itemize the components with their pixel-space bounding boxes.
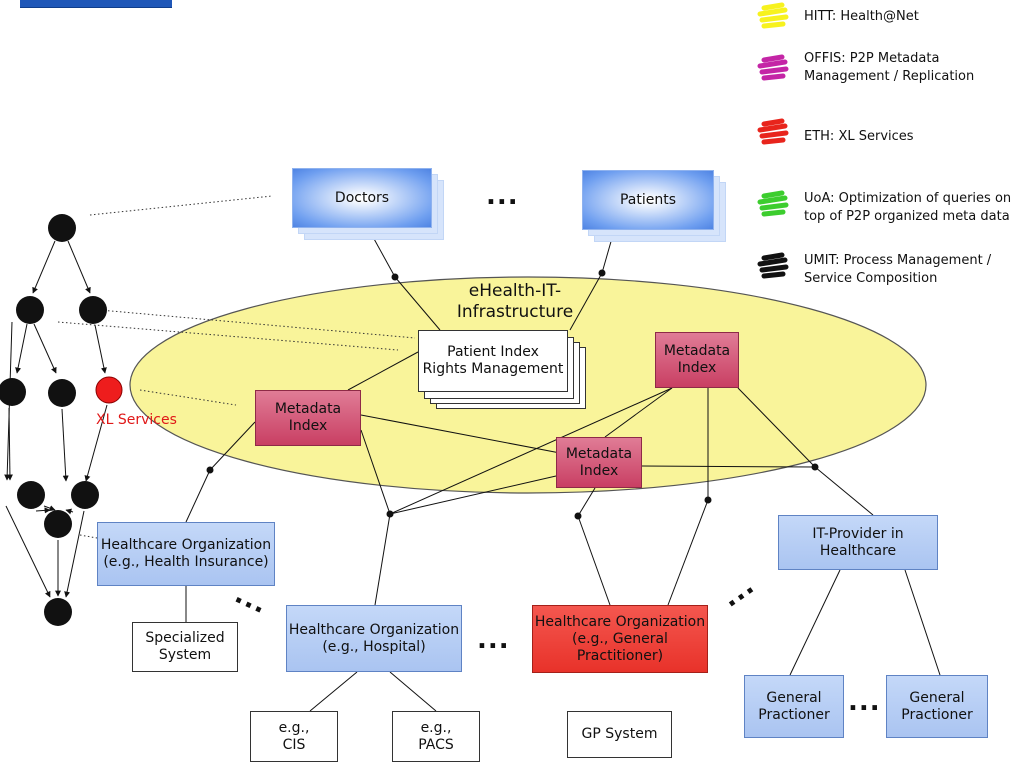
magenta-scribble-icon [757, 54, 789, 81]
legend-umit: UMIT: Process Management / Service Compo… [804, 253, 992, 286]
legend-offis: OFFIS: P2P Metadata Management / Replica… [804, 51, 975, 84]
process-node [44, 598, 72, 626]
org-general-practitioner: Healthcare Organization (e.g., General P… [532, 605, 708, 673]
connector-lines [185, 236, 941, 712]
black-scribble-icon [757, 252, 789, 279]
doctors-role: Doctors [292, 168, 432, 228]
process-node [48, 379, 76, 407]
metadata-index-top-right: Metadata Index [655, 332, 739, 388]
metadata-index-left: Metadata Index [255, 390, 361, 446]
specialized-system: Specialized System [132, 622, 238, 672]
legend-hitt: HITT: Health@Net [804, 9, 919, 24]
dotted-leader-lines [57, 195, 416, 539]
process-node [71, 481, 99, 509]
system-cis: e.g., CIS [250, 711, 338, 762]
org-hospital: Healthcare Organization (e.g., Hospital) [286, 605, 462, 672]
legend-icons [757, 2, 789, 279]
system-pacs: e.g., PACS [392, 711, 480, 762]
process-node [48, 214, 76, 242]
xl-services-node [95, 376, 123, 404]
patient-index-rights-management: Patient Index Rights Management [418, 330, 568, 392]
legend-uoa: UoA: Optimization of queries on top of P… [804, 191, 1012, 224]
legend-eth: ETH: XL Services [804, 129, 914, 144]
org-ellipsis-right: ... [716, 570, 761, 614]
process-graph [0, 214, 123, 626]
junction-dots [206, 269, 819, 520]
general-practioner-2: General Practioner [886, 675, 988, 738]
xl-services-label: XL Services [96, 412, 177, 428]
yellow-scribble-icon [757, 2, 789, 29]
process-node [79, 296, 107, 324]
practioner-ellipsis: ... [848, 687, 881, 717]
general-practioner-1: General Practioner [744, 675, 844, 738]
process-node [44, 510, 72, 538]
org-ellipsis-middle: ... [477, 625, 510, 655]
org-health-insurance: Healthcare Organization (e.g., Health In… [97, 522, 275, 586]
org-ellipsis-left: ... [230, 579, 273, 621]
top-tab-bar [20, 0, 172, 8]
roles-ellipsis: ... [486, 181, 519, 211]
infrastructure-title: eHealth-IT- Infrastructure [456, 281, 574, 322]
process-node [16, 296, 44, 324]
process-node [17, 481, 45, 509]
patients-role: Patients [582, 170, 714, 230]
process-nodes [0, 214, 107, 626]
gp-system: GP System [567, 711, 672, 758]
green-scribble-icon [757, 190, 789, 217]
red-scribble-icon [757, 118, 789, 145]
metadata-index-center: Metadata Index [556, 437, 642, 488]
process-node [0, 378, 26, 406]
org-it-provider: IT-Provider in Healthcare [778, 515, 938, 570]
